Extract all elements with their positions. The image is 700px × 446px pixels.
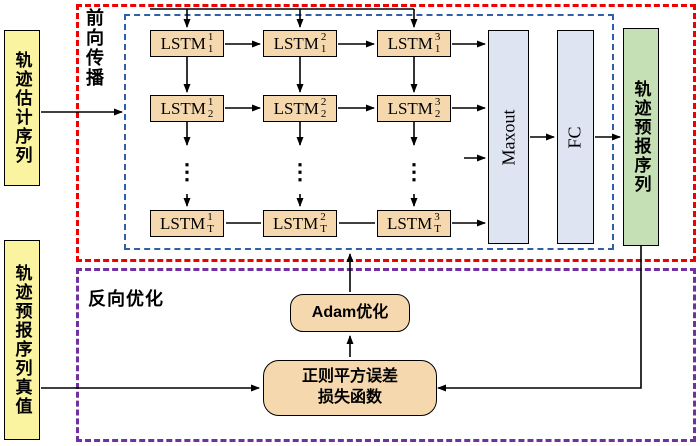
lstm-word: LSTM	[159, 214, 206, 233]
backward-optimization-frame	[76, 268, 696, 442]
loss-function-line2: 损失函数	[317, 389, 382, 406]
lstm-sup: 3	[434, 210, 440, 223]
adam-optimizer-label: Adam优化	[311, 303, 389, 321]
lstm-word: LSTM	[273, 34, 319, 53]
forward-propagation-frame	[76, 4, 696, 262]
lstm-word: LSTM	[387, 34, 433, 53]
lstm-word: LSTM	[160, 34, 206, 53]
lstm-sup: 2	[320, 210, 326, 223]
lstm-word: LSTM	[272, 214, 319, 233]
ellipsis-column1: ⋮	[176, 159, 198, 184]
adam-optimizer-box: Adam优化	[290, 294, 410, 332]
lstm-sub: 2	[207, 107, 214, 120]
maxout-label: Maxout	[498, 109, 518, 165]
lstm-sup: 1	[207, 95, 214, 108]
loss-function-box: 正则平方误差 损失函数	[263, 360, 437, 416]
output-sequence-box: 轨迹预报序列	[623, 28, 659, 246]
lstm-sup: 1	[207, 30, 214, 43]
maxout-box: Maxout	[488, 30, 529, 244]
lstm-sub: 1	[207, 42, 214, 55]
truth-sequence-label: 轨迹预报序列真值	[12, 264, 32, 416]
lstm-sub: 1	[320, 42, 327, 55]
lstm-sub: 1	[434, 42, 441, 55]
input-sequence-box: 轨迹估计序列	[4, 30, 40, 186]
lstm-sup: 3	[434, 30, 441, 43]
lstm-sup: 1	[207, 210, 213, 223]
loss-function-line1: 正则平方误差	[301, 368, 398, 386]
lstm-word: LSTM	[160, 99, 206, 118]
truth-sequence-box: 轨迹预报序列真值	[4, 240, 40, 440]
lstm-sub: T	[434, 222, 442, 235]
lstm-word: LSTM	[386, 214, 433, 233]
lstm-sup: 2	[320, 95, 327, 108]
output-sequence-label: 轨迹预报序列	[631, 80, 651, 194]
lstm-network-frame	[124, 14, 614, 250]
forward-propagation-label: 前向传播	[84, 8, 104, 88]
lstm-word: LSTM	[387, 99, 433, 118]
backward-optimization-label: 反向优化	[88, 289, 164, 309]
fc-box: FC	[557, 30, 594, 244]
input-sequence-label: 轨迹估计序列	[12, 51, 32, 165]
fc-label: FC	[565, 125, 585, 149]
lstm-sub: 2	[320, 107, 327, 120]
lstm-sub: T	[320, 222, 328, 235]
lstm-word: LSTM	[273, 99, 319, 118]
lstm-sup: 2	[320, 30, 327, 43]
ellipsis-column2: ⋮	[289, 159, 311, 184]
ellipsis-column3: ⋮	[403, 159, 425, 184]
lstm-sub: 2	[434, 107, 441, 120]
lstm-sup: 3	[434, 95, 441, 108]
lstm-sub: T	[207, 222, 215, 235]
